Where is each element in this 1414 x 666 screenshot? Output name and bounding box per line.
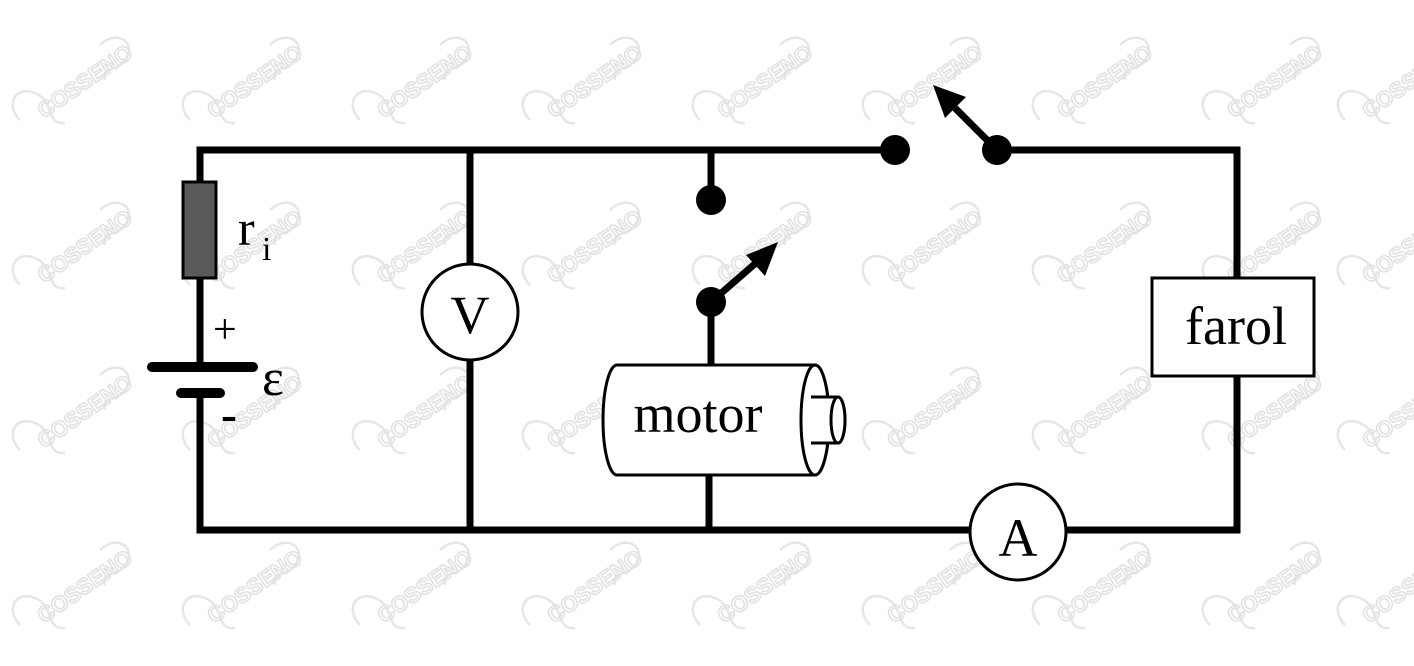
watermark-logo: COSSENO	[181, 36, 308, 125]
svg-text:COSSENO: COSSENO	[202, 40, 306, 124]
headlight-label: farol	[1185, 296, 1287, 356]
svg-text:COSSENO: COSSENO	[542, 40, 646, 124]
watermark-logo: COSSENO	[691, 36, 818, 125]
svg-text:COSSENO: COSSENO	[1357, 545, 1414, 629]
svg-text:COSSENO: COSSENO	[372, 545, 476, 629]
svg-text:COSSENO: COSSENO	[1222, 545, 1326, 629]
motor: motor	[601, 363, 847, 477]
headlight-switch	[880, 85, 1012, 165]
motor-label: motor	[634, 384, 763, 444]
watermark-logo: COSSENO	[351, 366, 478, 455]
svg-text:COSSENO: COSSENO	[1222, 40, 1326, 124]
svg-text:COSSENO: COSSENO	[542, 545, 646, 629]
switch-arrow-icon	[933, 85, 966, 118]
svg-text:COSSENO: COSSENO	[32, 40, 136, 124]
headlight: farol	[1150, 276, 1316, 378]
battery-minus: -	[221, 388, 237, 441]
svg-text:i: i	[262, 231, 271, 268]
watermark-logo: COSSENO	[521, 541, 648, 630]
svg-text:COSSENO: COSSENO	[372, 370, 476, 454]
watermark-logo: COSSENO	[861, 541, 988, 630]
watermark-logo: COSSENO	[1201, 201, 1328, 290]
watermark-logo: COSSENO	[1336, 544, 1414, 630]
svg-text:COSSENO: COSSENO	[32, 205, 136, 289]
watermark-logo: COSSENO	[11, 366, 138, 455]
watermark-logo: COSSENO	[11, 201, 138, 290]
watermark-logo: COSSENO	[1201, 36, 1328, 125]
watermark-logo: COSSENO	[691, 541, 818, 630]
resistor-label: r	[238, 200, 255, 256]
svg-text:r: r	[238, 200, 255, 256]
watermark-logo: COSSENO	[181, 541, 308, 630]
svg-text:COSSENO: COSSENO	[712, 545, 816, 629]
svg-text:COSSENO: COSSENO	[202, 545, 306, 629]
ammeter-label: A	[999, 508, 1038, 568]
svg-text:COSSENO: COSSENO	[1052, 545, 1156, 629]
watermark-logo: COSSENO	[1336, 204, 1414, 290]
watermark-logo: COSSENO	[1336, 39, 1414, 125]
watermark-logo: COSSENO	[861, 366, 988, 455]
watermark-logo: COSSENO	[521, 201, 648, 290]
resistor-subscript: i	[262, 231, 271, 268]
svg-text:COSSENO: COSSENO	[882, 205, 986, 289]
watermark-logo: COSSENO	[1201, 541, 1328, 630]
watermark-logo: COSSENO	[691, 201, 818, 290]
ammeter: A	[968, 482, 1068, 582]
svg-text:COSSENO: COSSENO	[1357, 40, 1414, 124]
svg-text:COSSENO: COSSENO	[1052, 370, 1156, 454]
svg-text:COSSENO: COSSENO	[712, 40, 816, 124]
voltmeter-label: V	[451, 285, 490, 345]
svg-text:COSSENO: COSSENO	[1052, 40, 1156, 124]
watermark-logo: COSSENO	[1031, 366, 1158, 455]
svg-text:COSSENO: COSSENO	[542, 205, 646, 289]
watermark-logo: COSSENO	[521, 36, 648, 125]
svg-text:COSSENO: COSSENO	[32, 545, 136, 629]
motor-switch	[696, 185, 778, 317]
watermark-logo: COSSENO	[351, 36, 478, 125]
battery: + - ε	[147, 307, 284, 441]
emf-symbol: ε	[262, 350, 284, 407]
watermark-logo: COSSENO	[11, 36, 138, 125]
watermark-logo: COSSENO	[351, 541, 478, 630]
switch-arrow-icon	[746, 242, 778, 276]
voltmeter: V	[420, 262, 520, 362]
svg-text:COSSENO: COSSENO	[1357, 370, 1414, 454]
battery-plus: +	[213, 307, 237, 353]
svg-text:COSSENO: COSSENO	[202, 370, 306, 454]
svg-text:COSSENO: COSSENO	[1357, 205, 1414, 289]
svg-text:COSSENO: COSSENO	[372, 40, 476, 124]
svg-text:COSSENO: COSSENO	[882, 370, 986, 454]
watermark-logo: COSSENO	[861, 36, 988, 125]
svg-text:COSSENO: COSSENO	[1052, 205, 1156, 289]
watermark-logo: COSSENO	[1031, 201, 1158, 290]
svg-text:COSSENO: COSSENO	[882, 545, 986, 629]
svg-text:COSSENO: COSSENO	[32, 370, 136, 454]
circuit-wires	[196, 146, 1241, 534]
watermark-logo: COSSENO	[1336, 369, 1414, 455]
svg-text:COSSENO: COSSENO	[882, 40, 986, 124]
watermark-logo: COSSENO	[861, 201, 988, 290]
watermark-logo: COSSENO	[1031, 36, 1158, 125]
internal-resistor: r i	[181, 180, 271, 280]
watermark-logo: COSSENO	[11, 541, 138, 630]
watermark-logo: COSSENO	[1201, 366, 1328, 455]
